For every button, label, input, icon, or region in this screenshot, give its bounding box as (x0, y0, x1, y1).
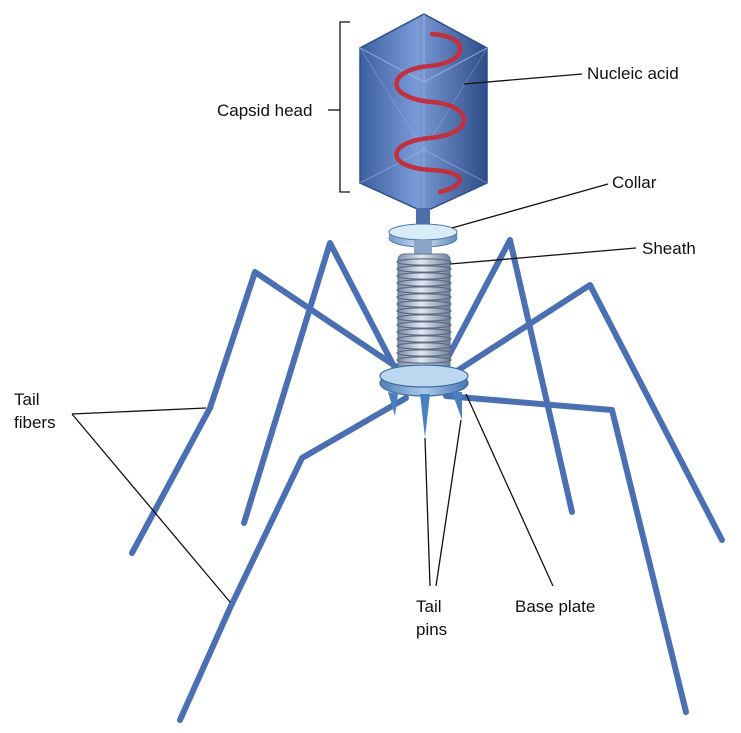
sheath-leader (450, 248, 636, 264)
tail-fibers-label: fibers (14, 413, 56, 432)
tail-pins-leader (436, 420, 461, 586)
tail-fibers-leader (72, 414, 230, 602)
collar-leader (452, 184, 608, 228)
nucleic-acid-label: Nucleic acid (587, 64, 679, 83)
capsid-head-bracket (340, 22, 350, 192)
collar (389, 224, 457, 254)
sheath-label: Sheath (642, 239, 696, 258)
labels: Capsid head Nucleic acid Collar Sheath T… (14, 64, 696, 639)
tail-pins-leader (425, 438, 430, 586)
tail-fibers-leader (72, 408, 206, 414)
tail-fiber (446, 396, 686, 712)
tail-pins-label: Tail (416, 597, 442, 616)
capsid-head (360, 14, 487, 212)
capsid-head-label: Capsid head (217, 101, 312, 120)
tail-fiber (244, 243, 400, 523)
tail-pins-label: pins (416, 620, 447, 639)
tail-fiber (446, 285, 722, 540)
sheath (397, 254, 451, 372)
base-plate-leader (466, 394, 553, 586)
base-plate-label: Base plate (515, 597, 595, 616)
collar-label: Collar (612, 173, 657, 192)
base-plate (380, 365, 468, 396)
tail-fiber (180, 398, 406, 720)
tail-fibers-label: Tail (14, 390, 40, 409)
